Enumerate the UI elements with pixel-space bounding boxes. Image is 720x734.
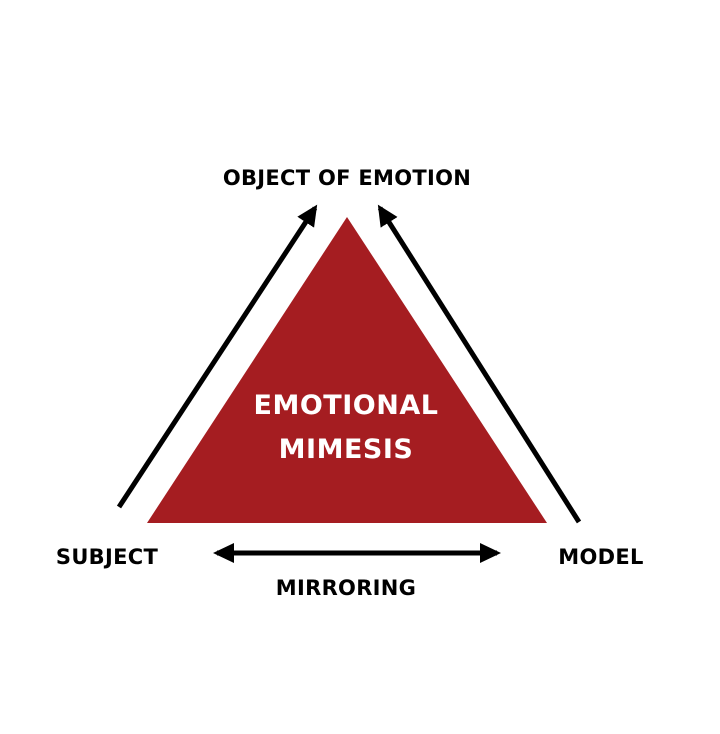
central-triangle: [147, 217, 547, 523]
object-of-emotion-label: OBJECT OF EMOTION: [223, 166, 471, 190]
arrow-subject-to-object: [116, 204, 318, 509]
mirroring-label: MIRRORING: [276, 576, 416, 600]
model-label: MODEL: [558, 545, 643, 569]
subject-label: SUBJECT: [56, 545, 159, 569]
arrow-model-to-object: [377, 204, 582, 524]
center-label-line1: EMOTIONAL: [254, 390, 439, 421]
center-label-line2: MIMESIS: [279, 434, 414, 465]
